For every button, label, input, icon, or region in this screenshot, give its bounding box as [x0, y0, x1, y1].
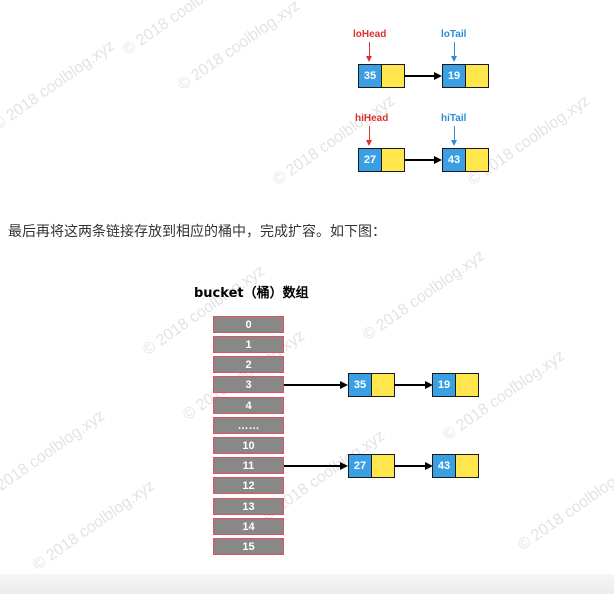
watermark: © 2018 coolblog.xyz: [360, 247, 488, 344]
lo-node-19: 19: [442, 64, 466, 88]
watermark: © 2018 coolblog.xyz: [120, 0, 248, 59]
chain-node-35-next: [371, 373, 395, 397]
lo-node-35-next: [381, 64, 405, 88]
hi-node-43-next: [465, 148, 489, 172]
watermark: © 2018 coolblog.xyz: [515, 457, 614, 554]
bucket-cell: 15: [213, 538, 284, 555]
bucket-cell: 4: [213, 397, 284, 414]
bucket-title: bucket（桶）数组: [194, 286, 309, 301]
chain-35-link-arrow-icon: [425, 381, 433, 389]
hi-head-pointer: [369, 126, 370, 140]
lo-head-pointer: [369, 42, 370, 56]
watermark: © 2018 coolblog.xyz: [30, 477, 158, 574]
bucket-cell: 1: [213, 336, 284, 353]
lo-tail-pointer: [454, 42, 455, 56]
chain-node-35: 35: [348, 373, 372, 397]
bucket-3-link-arrow-icon: [340, 381, 348, 389]
watermark: © 2018 coolblog.xyz: [270, 92, 398, 189]
watermark: © 2018 coolblog.xyz: [175, 0, 303, 94]
bucket-cell-ellipsis: ……: [213, 417, 284, 434]
bucket-cell: 13: [213, 498, 284, 515]
hi-node-27-next: [381, 148, 405, 172]
lo-link-arrow-icon: [434, 72, 442, 80]
lo-node-35: 35: [358, 64, 382, 88]
hi-head-label: hiHead: [355, 113, 389, 124]
chain-35-link-line: [394, 384, 425, 386]
hi-tail-label: hiTail: [441, 113, 467, 124]
bucket-cell: 14: [213, 518, 284, 535]
chain-node-27-next: [371, 454, 395, 478]
hi-link-line: [404, 159, 434, 161]
chain-node-43-next: [455, 454, 479, 478]
hi-tail-pointer: [454, 126, 455, 140]
lo-node-19-next: [465, 64, 489, 88]
hi-head-arrow-icon: [366, 140, 372, 146]
chain-node-43: 43: [432, 454, 456, 478]
hi-node-43: 43: [442, 148, 466, 172]
watermark: © 2018 coolblog.xyz: [0, 407, 108, 504]
bucket-cell: 10: [213, 437, 284, 454]
bucket-11-link-arrow-icon: [340, 462, 348, 470]
lo-tail-arrow-icon: [451, 56, 457, 62]
bucket-11-link-line: [284, 465, 340, 467]
bucket-cell: 12: [213, 477, 284, 494]
watermark: © 2018 coolblog.xyz: [465, 92, 593, 189]
hi-tail-arrow-icon: [451, 140, 457, 146]
page-bottom-fade: [0, 574, 614, 594]
lo-tail-label: loTail: [441, 29, 467, 40]
bucket-cell: 2: [213, 356, 284, 373]
hi-node-27: 27: [358, 148, 382, 172]
watermark: © 2018 coolblog.xyz: [0, 37, 118, 134]
lo-head-label: loHead: [353, 29, 387, 40]
bucket-cell-11: 11: [213, 457, 284, 474]
bucket-cell-3: 3: [213, 376, 284, 393]
bucket-cell: 0: [213, 316, 284, 333]
bucket-3-link-line: [284, 384, 340, 386]
chain-27-link-line: [394, 465, 425, 467]
hi-link-arrow-icon: [434, 156, 442, 164]
lo-link-line: [404, 75, 434, 77]
chain-node-19-next: [455, 373, 479, 397]
lo-head-arrow-icon: [366, 56, 372, 62]
caption-text: 最后再将这两条链接存放到相应的桶中，完成扩容。如下图：: [8, 224, 386, 240]
chain-node-27: 27: [348, 454, 372, 478]
chain-node-19: 19: [432, 373, 456, 397]
chain-27-link-arrow-icon: [425, 462, 433, 470]
